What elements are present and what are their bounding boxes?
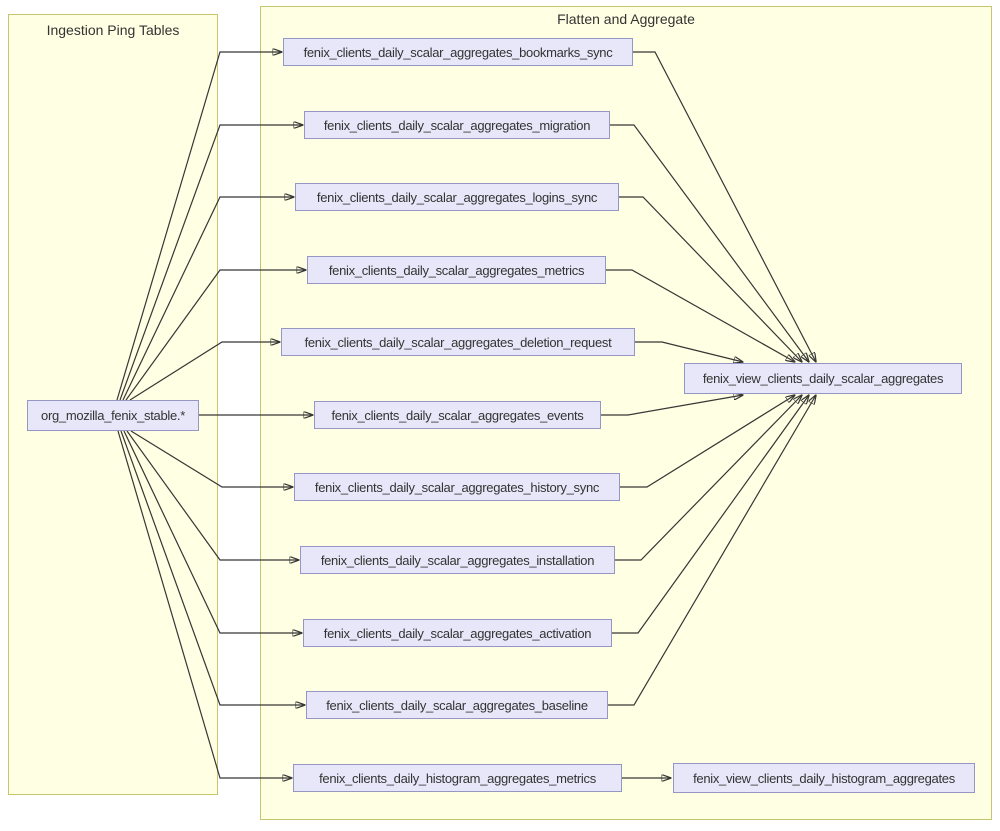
node-fenix-view-clients-daily-histogram-aggregates: fenix_view_clients_daily_histogram_aggre… <box>673 763 975 793</box>
edge-source-to-installation <box>126 430 299 560</box>
edge-activation-to-scalar-view <box>612 395 809 634</box>
edge-baseline-to-scalar-view <box>608 395 816 706</box>
edge-source-to-logins-sync <box>122 197 294 401</box>
node-org-mozilla-fenix-stable: org_mozilla_fenix_stable.* <box>27 400 199 431</box>
node-fenix-clients-daily-scalar-aggregates-events: fenix_clients_daily_scalar_aggregates_ev… <box>314 401 601 429</box>
edge-migration-to-scalar-view <box>610 124 809 362</box>
cluster-ingestion-title: Ingestion Ping Tables <box>46 22 180 38</box>
edge-source-to-deletion-request <box>129 342 280 401</box>
node-fenix-clients-daily-histogram-aggregates-metrics: fenix_clients_daily_histogram_aggregates… <box>293 764 622 792</box>
node-fenix-clients-daily-scalar-aggregates-logins-sync: fenix_clients_daily_scalar_aggregates_lo… <box>295 183 619 211</box>
node-fenix-view-clients-daily-scalar-aggregates: fenix_view_clients_daily_scalar_aggregat… <box>684 363 962 394</box>
node-fenix-clients-daily-scalar-aggregates-activation: fenix_clients_daily_scalar_aggregates_ac… <box>303 619 612 647</box>
node-fenix-clients-daily-scalar-aggregates-installation: fenix_clients_daily_scalar_aggregates_in… <box>300 546 615 574</box>
node-fenix-clients-daily-scalar-aggregates-history-sync: fenix_clients_daily_scalar_aggregates_hi… <box>294 473 620 501</box>
edge-source-to-migration <box>119 125 303 401</box>
edge-events-to-scalar-view <box>601 395 743 416</box>
edge-source-to-histogram-metrics <box>117 430 292 778</box>
edge-installation-to-scalar-view <box>615 395 802 561</box>
edge-metrics-to-scalar-view <box>606 269 795 362</box>
edge-source-to-bookmarks-sync <box>116 52 282 401</box>
node-fenix-clients-daily-scalar-aggregates-metrics: fenix_clients_daily_scalar_aggregates_me… <box>307 256 606 284</box>
edge-source-to-history-sync <box>130 430 293 487</box>
edge-logins-sync-to-scalar-view <box>619 196 802 362</box>
edge-deletion-request-to-scalar-view <box>635 341 743 362</box>
edge-source-to-baseline <box>120 430 305 705</box>
edge-source-to-activation <box>123 430 302 633</box>
node-fenix-clients-daily-scalar-aggregates-deletion-request: fenix_clients_daily_scalar_aggregates_de… <box>281 328 635 356</box>
edge-source-to-metrics <box>125 270 306 401</box>
cluster-flatten-title: Flatten and Aggregate <box>557 11 695 27</box>
node-fenix-clients-daily-scalar-aggregates-bookmarks-sync: fenix_clients_daily_scalar_aggregates_bo… <box>283 38 633 66</box>
node-fenix-clients-daily-scalar-aggregates-migration: fenix_clients_daily_scalar_aggregates_mi… <box>304 111 610 139</box>
edge-history-sync-to-scalar-view <box>620 395 795 488</box>
node-fenix-clients-daily-scalar-aggregates-baseline: fenix_clients_daily_scalar_aggregates_ba… <box>306 691 608 719</box>
edge-bookmarks-sync-to-scalar-view <box>633 51 816 362</box>
